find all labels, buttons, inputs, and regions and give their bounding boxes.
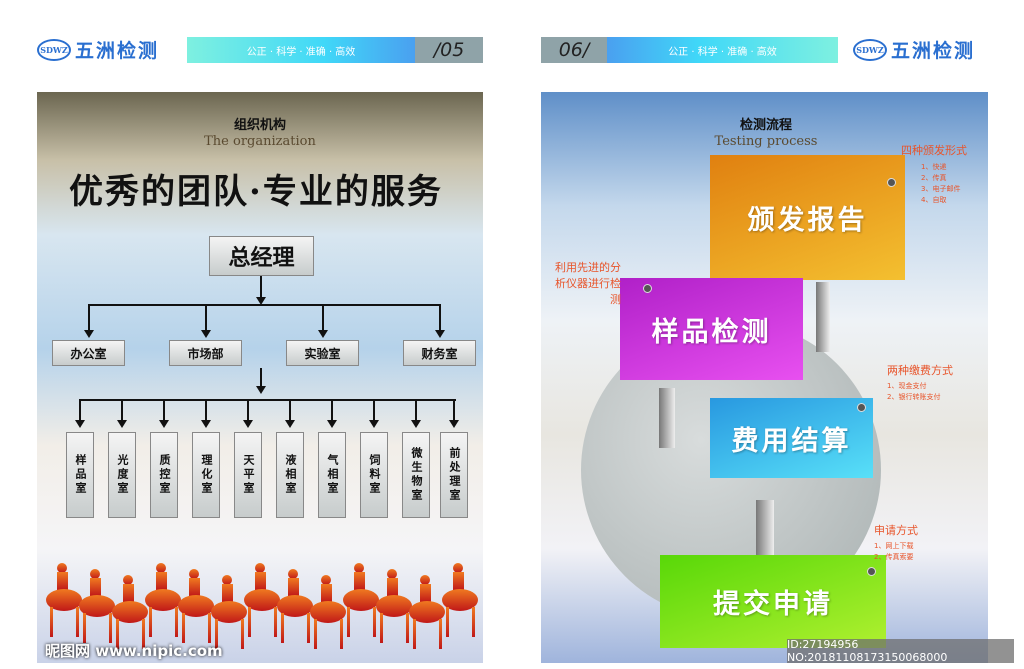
rider — [112, 575, 148, 649]
connector — [80, 399, 456, 401]
step-report: 颁发报告 — [710, 155, 905, 280]
rider — [244, 563, 280, 637]
lab-box: 微生物室 — [402, 432, 430, 518]
annotation-item: 2、传真 — [921, 174, 947, 182]
lab-box: 光度室 — [108, 432, 136, 518]
rider — [442, 563, 478, 637]
rider — [145, 563, 181, 637]
annotation-dot — [643, 284, 652, 293]
rider — [310, 575, 346, 649]
rider — [79, 569, 115, 643]
annotation-dot — [867, 567, 876, 576]
lab-box: 液相室 — [276, 432, 304, 518]
slogan-bar: 公正 · 科学 · 准确 · 高效 — [187, 37, 415, 63]
section-subtitle: The organization — [204, 134, 316, 149]
lab-box: 气相室 — [318, 432, 346, 518]
lab-box: 前处理室 — [440, 432, 468, 518]
lab-box: 理化室 — [192, 432, 220, 518]
section-title: 组织机构 — [233, 118, 286, 133]
annotation-item: 1、现金支付 — [887, 382, 927, 390]
brand-logo: SDWZ 五洲检测 — [37, 36, 159, 63]
rider — [376, 569, 412, 643]
watermark-site: 昵图网 www.nipic.com — [45, 642, 223, 660]
organization-page: 组织机构 The organization 优秀的团队·专业的服务 总经理 办公… — [37, 92, 483, 663]
lab-box: 样品室 — [66, 432, 94, 518]
annotation-item: 2、银行转账支付 — [887, 393, 941, 401]
page-number: /05 — [415, 37, 483, 63]
department-box: 实验室 — [286, 340, 359, 366]
section-subtitle: Testing process — [714, 134, 818, 149]
logo-mark: SDWZ — [853, 38, 887, 61]
org-top-box: 总经理 — [209, 236, 314, 276]
brand-logo: SDWZ 五洲检测 — [853, 36, 975, 63]
annotation-item: 1、快递 — [921, 163, 947, 171]
rider — [277, 569, 313, 643]
rider — [46, 563, 82, 637]
brand-name: 五洲检测 — [75, 40, 160, 62]
rider — [409, 575, 445, 649]
motto: 优秀的团队·专业的服务 — [69, 172, 443, 212]
page-number: 06/ — [541, 37, 607, 63]
department-box: 市场部 — [169, 340, 242, 366]
annotation-dot — [887, 178, 896, 187]
annotation-dot — [857, 403, 866, 412]
step-apply: 提交申请 — [660, 555, 886, 648]
brand-name: 五洲检测 — [891, 40, 976, 62]
arrow-up — [756, 500, 774, 560]
rider — [343, 563, 379, 637]
watermark-id: ID:27194956 NO:20181108173150068000 — [787, 638, 1014, 664]
horsemen-silhouette — [46, 563, 478, 649]
arrow-up — [659, 388, 675, 448]
step-payment: 费用结算 — [710, 398, 873, 478]
rider — [178, 569, 214, 643]
annotation-item: 1、网上下载 — [874, 542, 914, 550]
testing-process-page: 检测流程 Testing process 颁发报告 样品检测 费用结算 提交申请… — [541, 92, 988, 663]
annotation-testing: 利用先进的分析仪器进行检测 — [555, 261, 621, 306]
logo-mark: SDWZ — [37, 38, 71, 61]
lab-box: 天平室 — [234, 432, 262, 518]
lab-box: 饲料室 — [360, 432, 388, 518]
connector — [88, 304, 441, 306]
annotation-item: 2、传真索要 — [874, 553, 914, 561]
section-title: 检测流程 — [739, 118, 792, 133]
rider — [211, 575, 247, 649]
annotation-item: 3、电子邮件 — [921, 185, 961, 193]
annotation-item: 4、自取 — [921, 196, 947, 204]
slogan-bar: 公正 · 科学 · 准确 · 高效 — [607, 37, 838, 63]
department-box: 财务室 — [403, 340, 476, 366]
step-testing: 样品检测 — [620, 278, 803, 380]
lab-box: 质控室 — [150, 432, 178, 518]
department-box: 办公室 — [52, 340, 125, 366]
arrow-up — [816, 282, 830, 352]
